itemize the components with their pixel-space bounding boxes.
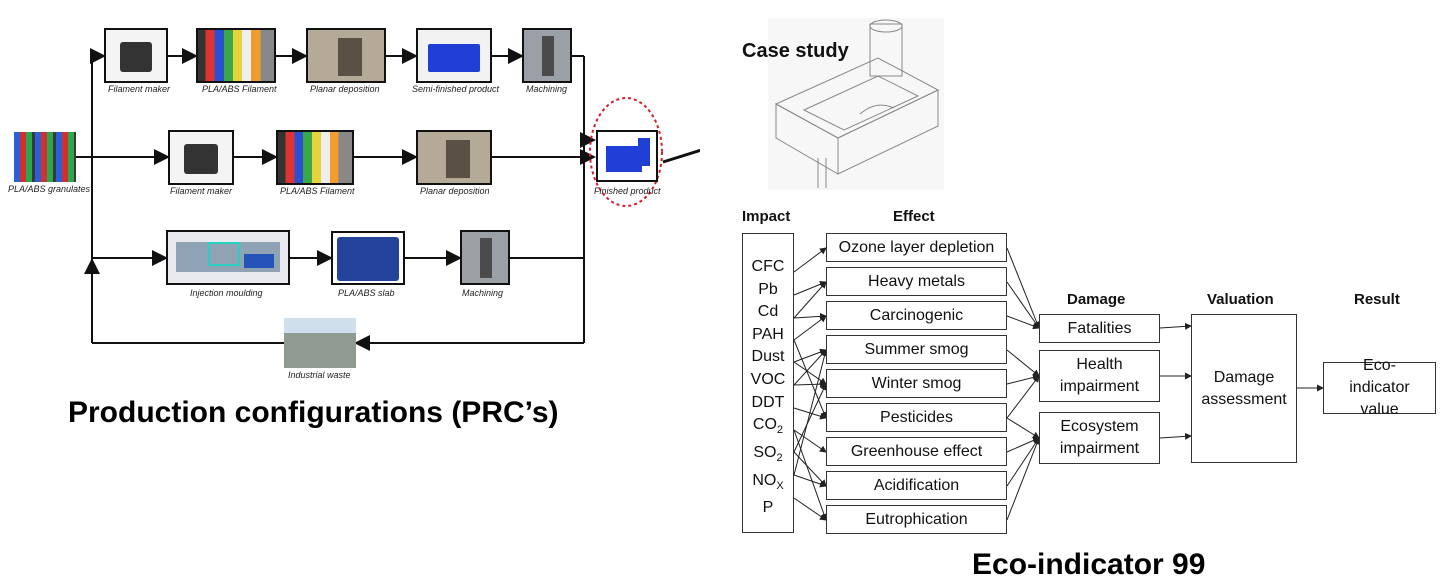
impact-voc: VOC — [750, 370, 786, 388]
granulates-image — [14, 132, 76, 182]
impact-pah: PAH — [752, 325, 784, 343]
row1-caption-2: PLA/ABS Filament — [202, 84, 277, 94]
production-title: Production configurations (PRC’s) — [68, 396, 559, 429]
impact-nox: NOX — [752, 471, 784, 492]
valuation-box: Damage assessment — [1191, 314, 1297, 463]
effect-heavy-metals: Heavy metals — [826, 267, 1007, 296]
effect-ozone: Ozone layer depletion — [826, 233, 1007, 262]
impact-pb: Pb — [758, 280, 778, 298]
case-study-drawing — [768, 18, 944, 190]
damage-fatalities: Fatalities — [1039, 314, 1160, 343]
row2-caption-2: PLA/ABS Filament — [280, 186, 355, 196]
finished-product-photo — [596, 130, 658, 182]
connector — [793, 349, 828, 476]
planar-deposition-photo-2 — [416, 130, 492, 185]
production-flow-arrows — [76, 48, 700, 351]
machining-photo-1 — [522, 28, 572, 83]
header-result: Result — [1354, 291, 1400, 308]
connector — [1006, 281, 1040, 329]
impact-cfc: CFC — [751, 257, 785, 275]
granulates-label: PLA/ABS granulates — [8, 184, 91, 194]
connector — [793, 361, 827, 385]
slab-photo — [331, 231, 405, 285]
filament-maker-photo-2 — [168, 130, 234, 185]
connector — [793, 380, 827, 388]
connector — [793, 315, 827, 341]
connector — [793, 312, 827, 320]
impact-cd: Cd — [757, 303, 779, 321]
case-study-title: Case study — [742, 40, 849, 62]
planar-deposition-photo — [306, 28, 386, 83]
row3-caption-3: Machining — [462, 288, 504, 298]
damage-ecosystem: Ecosystem impairment — [1039, 412, 1160, 464]
effect-winter-smog: Winter smog — [826, 369, 1007, 398]
connector — [1006, 437, 1041, 521]
connector — [793, 247, 827, 273]
row3-caption-1: Injection moulding — [190, 288, 263, 298]
effect-carcinogenic: Carcinogenic — [826, 301, 1007, 330]
industrial-waste-image — [284, 318, 356, 368]
connector — [793, 281, 827, 296]
row2-caption-3: Planar deposition — [420, 186, 490, 196]
waste-label: Industrial waste — [288, 370, 351, 380]
effect-summer-smog: Summer smog — [826, 335, 1007, 364]
connector — [1006, 247, 1041, 329]
semi-finished-photo — [416, 28, 492, 83]
connector — [1006, 315, 1040, 330]
connector — [793, 383, 827, 453]
injection-moulding-photo — [166, 230, 290, 285]
header-impact: Impact — [742, 208, 791, 225]
connector — [793, 429, 828, 521]
connector — [793, 497, 827, 521]
effect-acidification: Acidification — [826, 471, 1007, 500]
result-box: Eco-indicator value — [1323, 357, 1436, 418]
connector — [1006, 417, 1040, 439]
impact-list: CFC Pb Cd PAH Dust VOC DDT CO2 SO2 NOX P — [751, 256, 786, 520]
connector — [793, 474, 827, 488]
impact-p: P — [762, 499, 774, 517]
effect-pesticides: Pesticides — [826, 403, 1007, 432]
effect-greenhouse: Greenhouse effect — [826, 437, 1007, 466]
effect-eutrophication: Eutrophication — [826, 505, 1007, 534]
row1-caption-3: Planar deposition — [310, 84, 380, 94]
row2-caption-1: Filament maker — [170, 186, 233, 196]
filament-spools-photo-2 — [276, 130, 354, 185]
connector — [793, 339, 827, 419]
connector — [1159, 322, 1192, 330]
finished-label: Finished product — [594, 186, 661, 196]
header-damage: Damage — [1067, 291, 1126, 308]
machining-photo-2 — [460, 230, 510, 285]
row3-caption-2: PLA/ABS slab — [338, 288, 395, 298]
connector — [1006, 437, 1040, 487]
damage-health: Health impairment — [1039, 350, 1160, 402]
connector — [793, 451, 827, 487]
eco-title: Eco-indicator 99 — [972, 548, 1206, 581]
connector — [1006, 349, 1040, 377]
row1-caption-1: Filament maker — [108, 84, 171, 94]
impact-ddt: DDT — [751, 393, 785, 411]
row1-caption-5: Machining — [526, 84, 568, 94]
filament-spools-photo — [196, 28, 276, 83]
connector — [793, 429, 827, 453]
connector — [1159, 432, 1192, 440]
impact-so2: SO2 — [753, 443, 783, 465]
connector — [793, 281, 827, 319]
connector — [1006, 375, 1040, 419]
header-valuation: Valuation — [1207, 291, 1274, 308]
impact-box: CFC Pb Cd PAH Dust VOC DDT CO2 SO2 NOX P — [742, 233, 794, 533]
impact-co2: CO2 — [752, 416, 784, 437]
connector — [793, 349, 827, 386]
row1-caption-4: Semi-finished product — [412, 84, 500, 94]
filament-maker-photo — [104, 28, 168, 83]
impact-dust: Dust — [751, 348, 785, 366]
header-effect: Effect — [893, 208, 935, 225]
